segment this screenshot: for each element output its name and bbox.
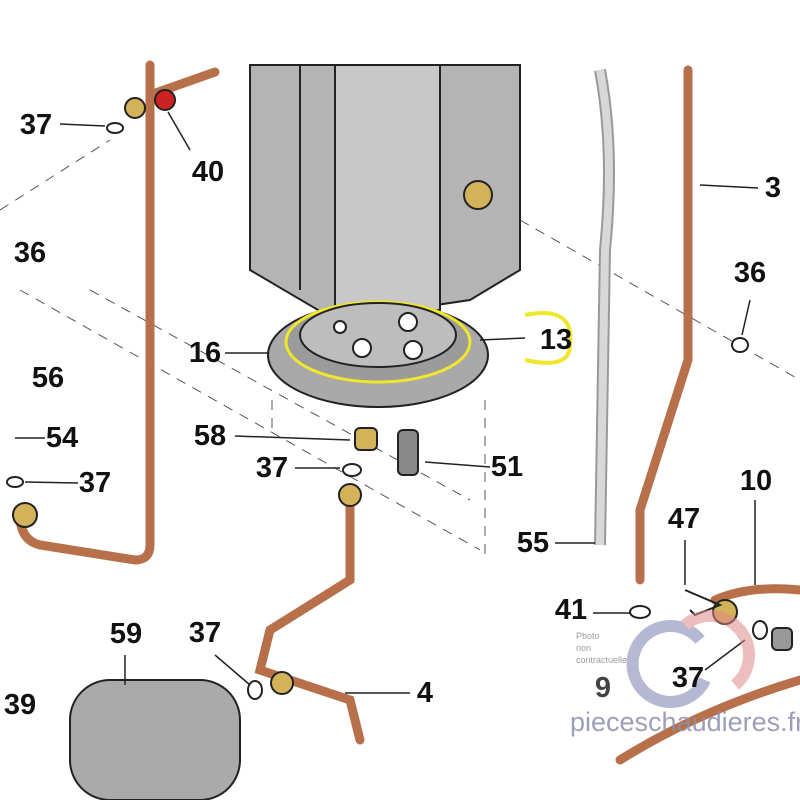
fittings xyxy=(6,89,793,800)
part-label-37: 37 xyxy=(671,662,705,694)
part-label-36: 36 xyxy=(733,257,767,289)
part-label-41: 41 xyxy=(554,594,588,626)
part-label-3: 3 xyxy=(764,172,782,204)
watermark-non-text: non xyxy=(576,643,592,653)
heat-exchanger-body xyxy=(249,64,521,322)
part-label-37: 37 xyxy=(255,452,289,484)
part-label-37: 37 xyxy=(19,109,53,141)
part-label-36: 36 xyxy=(13,237,47,269)
part-label-56: 56 xyxy=(31,362,65,394)
part-label-55: 55 xyxy=(516,527,550,559)
watermark-site-name: pieceschaudieres.fr xyxy=(570,707,800,737)
part-label-16: 16 xyxy=(188,337,222,369)
watermark-photo-text: Photo xyxy=(576,631,600,641)
part-label-13: 13 xyxy=(539,324,573,356)
part-label-40: 40 xyxy=(191,156,225,188)
part-label-58: 58 xyxy=(193,420,227,452)
part-label-47: 47 xyxy=(667,503,701,535)
part-label-37: 37 xyxy=(78,467,112,499)
part-label-54: 54 xyxy=(45,422,79,454)
flange-plate xyxy=(267,300,489,408)
part-label-37: 37 xyxy=(188,617,222,649)
copper-pipes xyxy=(15,60,800,765)
part-label-59: 59 xyxy=(109,618,143,650)
part-label-9: 9 xyxy=(594,672,612,704)
tube-55-highlight xyxy=(596,69,613,546)
leader-arrows xyxy=(15,111,759,694)
part-label-4: 4 xyxy=(416,677,434,709)
part-label-39: 39 xyxy=(3,689,37,721)
highlight-mark xyxy=(524,311,573,365)
part-label-51: 51 xyxy=(490,451,524,483)
watermark-logo xyxy=(626,609,756,708)
part-label-10: 10 xyxy=(739,465,773,497)
watermark-contractuelle-text: contractuelle xyxy=(576,655,628,665)
